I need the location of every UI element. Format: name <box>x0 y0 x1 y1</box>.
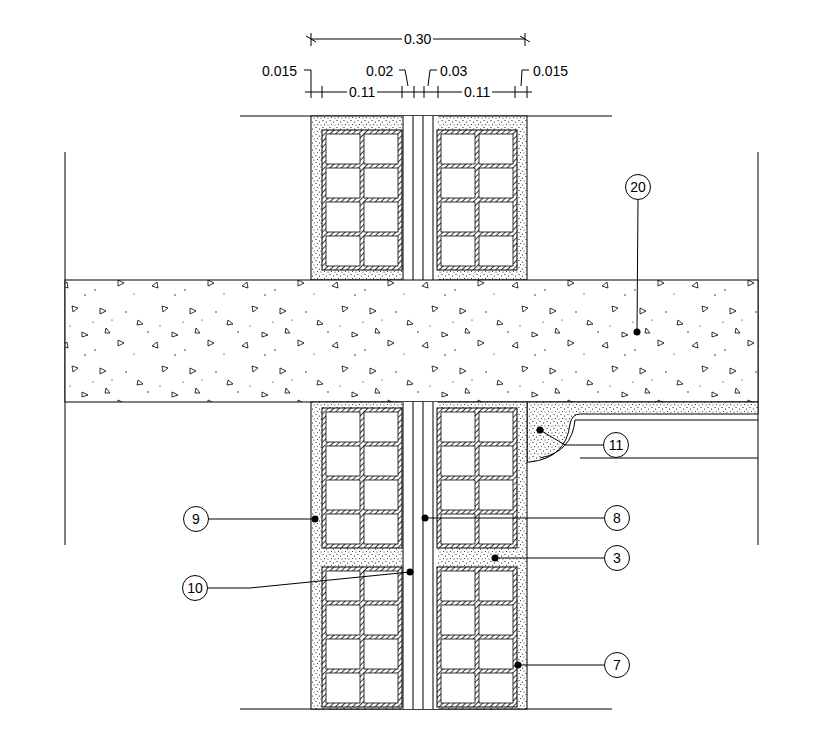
callout-number: 11 <box>609 438 624 452</box>
dimension-label: 0.11 <box>347 85 377 99</box>
callout-number: 20 <box>630 180 646 194</box>
callout-circle: 3 <box>604 545 630 571</box>
callout-circle: 11 <box>603 432 629 458</box>
callout-circle: 8 <box>604 505 630 531</box>
dimension-label: 0.015 <box>531 64 570 78</box>
callout-number: 9 <box>192 512 200 526</box>
dimension-label: 0.11 <box>462 85 492 99</box>
callout-circle: 10 <box>182 575 208 601</box>
callout-circle: 7 <box>604 652 630 678</box>
callout-number: 10 <box>187 581 203 595</box>
dimension-label: 0.30 <box>402 32 433 46</box>
callout-circle: 9 <box>183 506 209 532</box>
dimension-label: 0.015 <box>260 64 299 78</box>
callout-number: 3 <box>613 551 621 565</box>
callout-number: 8 <box>613 511 621 525</box>
callout-number: 7 <box>613 658 621 672</box>
dimension-label: 0.02 <box>364 64 395 78</box>
callout-circle: 20 <box>625 174 651 200</box>
dimension-label: 0.03 <box>438 64 469 78</box>
